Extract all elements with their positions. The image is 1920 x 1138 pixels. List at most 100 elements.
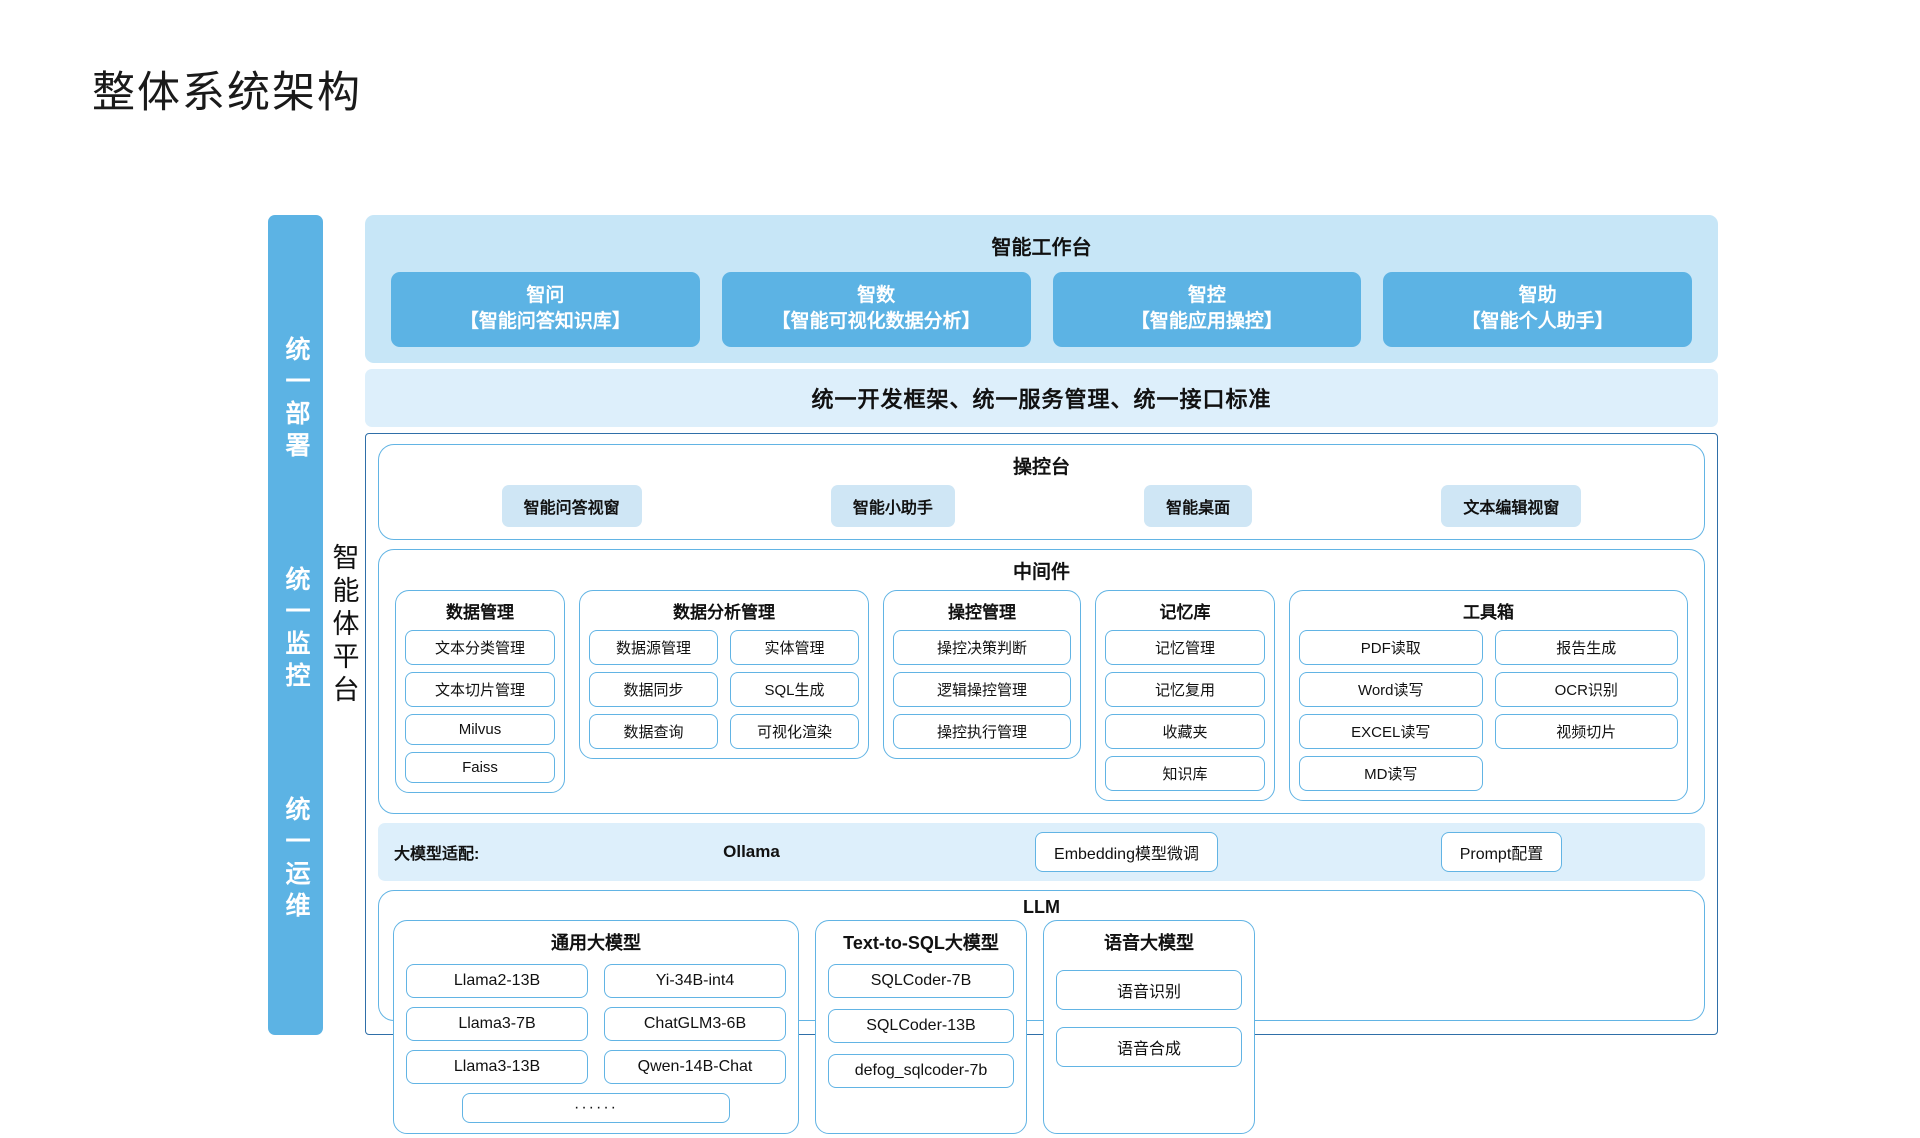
- rail-item-deploy: 统一部署: [282, 336, 310, 464]
- chip-pdf-read[interactable]: PDF读取: [1299, 630, 1483, 666]
- col-title: 数据分析管理: [673, 603, 775, 623]
- model-chatglm3-6b[interactable]: ChatGLM3-6B: [604, 1007, 786, 1042]
- col-items: PDF读取 报告生成 Word读写 OCR识别 EXCEL读写 视频切片 MD读…: [1299, 630, 1678, 792]
- chip-text-classification[interactable]: 文本分类管理: [405, 630, 555, 666]
- middleware-section: 中间件 数据管理 文本分类管理 文本切片管理 Milvus Faiss: [378, 549, 1705, 815]
- chip-video-clip[interactable]: 视频切片: [1494, 714, 1678, 750]
- chip-data-sync[interactable]: 数据同步: [589, 672, 718, 708]
- adapter-prompt-config[interactable]: Prompt配置: [1440, 832, 1563, 873]
- workbench-card-zhizhu[interactable]: 智助 【智能个人助手】: [1383, 272, 1692, 348]
- adapter-label: 大模型适配:: [394, 846, 480, 864]
- card-desc: 【智能个人助手】: [1461, 310, 1614, 332]
- unified-ops-rail: 统一部署 统一监控 统一运维: [268, 215, 323, 1035]
- col-title: 语音大模型: [1104, 933, 1194, 954]
- model-llama3-7b[interactable]: Llama3-7B: [406, 1007, 588, 1042]
- model-more-ellipsis[interactable]: ······: [462, 1093, 730, 1124]
- col-title: 数据管理: [446, 603, 514, 623]
- page-title: 整体系统架构: [92, 69, 362, 117]
- unified-standards-bar: 统一开发框架、统一服务管理、统一接口标准: [365, 369, 1718, 428]
- platform-body: 操控台 智能问答视窗 智能小助手 智能桌面 文本编辑视窗 中间件 数据管理: [365, 433, 1718, 1135]
- card-name: 智控: [1187, 285, 1226, 306]
- col-title: 记忆库: [1159, 603, 1211, 623]
- console-item-assistant[interactable]: 智能小助手: [830, 485, 955, 528]
- card-desc: 【智能可视化数据分析】: [771, 310, 981, 332]
- console-item-desktop[interactable]: 智能桌面: [1144, 485, 1253, 528]
- workbench-title: 智能工作台: [991, 237, 1092, 259]
- workbench-card-zhikong[interactable]: 智控 【智能应用操控】: [1052, 272, 1362, 348]
- chip-favorites[interactable]: 收藏夹: [1105, 714, 1265, 750]
- chip-text-chunking[interactable]: 文本切片管理: [405, 672, 555, 708]
- model-llama2-13b[interactable]: Llama2-13B: [406, 964, 588, 999]
- col-items: SQLCoder-7B SQLCoder-13B defog_sqlcoder-…: [828, 964, 1014, 1089]
- chip-control-decision[interactable]: 操控决策判断: [893, 630, 1071, 666]
- adapter-slot-embedding: Embedding模型微调: [939, 832, 1314, 873]
- llm-columns: 通用大模型 Llama2-13B Yi-34B-int4 Llama3-7B C…: [379, 920, 1704, 1138]
- chip-sql-generation[interactable]: SQL生成: [730, 672, 859, 708]
- col-title: Text-to-SQL大模型: [843, 933, 999, 954]
- col-items: 文本分类管理 文本切片管理 Milvus Faiss: [405, 630, 555, 784]
- adapter-slot-ollama: Ollama: [564, 842, 939, 862]
- card-desc: 【智能问答知识库】: [459, 310, 631, 332]
- chip-logic-control[interactable]: 逻辑操控管理: [893, 672, 1071, 708]
- chip-entity-management[interactable]: 实体管理: [730, 630, 859, 666]
- rail-item-monitor: 统一监控: [282, 566, 310, 694]
- model-yi-34b-int4[interactable]: Yi-34B-int4: [604, 964, 786, 999]
- col-title: 工具箱: [1463, 603, 1514, 623]
- col-items: 操控决策判断 逻辑操控管理 操控执行管理: [893, 630, 1071, 750]
- col-items: 记忆管理 记忆复用 收藏夹 知识库: [1105, 630, 1265, 792]
- card-name: 智问: [526, 285, 565, 306]
- chip-control-execution[interactable]: 操控执行管理: [893, 714, 1071, 750]
- architecture-diagram-page: 整体系统架构 统一部署 统一监控 统一运维 智能体平台 智能工作台 智问 【智能…: [92, 69, 1718, 1135]
- model-defog-sqlcoder-7b[interactable]: defog_sqlcoder-7b: [828, 1054, 1014, 1089]
- rail-item-maintenance: 统一运维: [282, 796, 310, 924]
- adapter-slot-prompt: Prompt配置: [1314, 832, 1689, 873]
- card-name: 智助: [1518, 285, 1557, 306]
- chip-datasource-management[interactable]: 数据源管理: [589, 630, 718, 666]
- llm-col-voice: 语音大模型 语音识别 语音合成: [1043, 920, 1255, 1135]
- col-title: 通用大模型: [551, 933, 641, 954]
- model-llama3-13b[interactable]: Llama3-13B: [406, 1050, 588, 1085]
- middleware-col-data-management: 数据管理 文本分类管理 文本切片管理 Milvus Faiss: [395, 590, 565, 794]
- card-name: 智数: [857, 285, 896, 306]
- console-title: 操控台: [1012, 457, 1070, 479]
- console-item-text-editor[interactable]: 文本编辑视窗: [1441, 485, 1582, 528]
- model-qwen-14b-chat[interactable]: Qwen-14B-Chat: [604, 1050, 786, 1085]
- chip-visual-rendering[interactable]: 可视化渲染: [730, 714, 859, 750]
- middleware-col-toolbox: 工具箱 PDF读取 报告生成 Word读写 OCR识别 EXCEL读写 视频切片…: [1289, 590, 1688, 802]
- model-sqlcoder-13b[interactable]: SQLCoder-13B: [828, 1009, 1014, 1044]
- chip-md-readwrite[interactable]: MD读写: [1299, 756, 1483, 792]
- chip-data-query[interactable]: 数据查询: [589, 714, 718, 750]
- console-section: 操控台 智能问答视窗 智能小助手 智能桌面 文本编辑视窗: [378, 444, 1705, 541]
- workbench-cards: 智问 【智能问答知识库】 智数 【智能可视化数据分析】 智控 【智能应用操控】 …: [379, 272, 1704, 348]
- llm-col-text-to-sql: Text-to-SQL大模型 SQLCoder-7B SQLCoder-13B …: [815, 920, 1027, 1135]
- platform-vertical-label: 智能体平台: [323, 215, 365, 1035]
- col-items: 语音识别 语音合成: [1056, 964, 1242, 1068]
- adapter-ollama: Ollama: [723, 842, 780, 862]
- middleware-col-data-analysis: 数据分析管理 数据源管理 实体管理 数据同步 SQL生成 数据查询 可视化渲染: [579, 590, 869, 760]
- console-item-qa-window[interactable]: 智能问答视窗: [501, 485, 642, 528]
- model-sqlcoder-7b[interactable]: SQLCoder-7B: [828, 964, 1014, 999]
- adapter-embedding-finetune[interactable]: Embedding模型微调: [1035, 832, 1218, 873]
- model-speech-recognition[interactable]: 语音识别: [1056, 970, 1242, 1011]
- llm-col-general: 通用大模型 Llama2-13B Yi-34B-int4 Llama3-7B C…: [393, 920, 799, 1135]
- chip-ocr[interactable]: OCR识别: [1494, 672, 1678, 708]
- middleware-col-memory: 记忆库 记忆管理 记忆复用 收藏夹 知识库: [1095, 590, 1275, 802]
- chip-faiss[interactable]: Faiss: [405, 752, 555, 784]
- col-items: 数据源管理 实体管理 数据同步 SQL生成 数据查询 可视化渲染: [589, 630, 859, 750]
- chip-memory-reuse[interactable]: 记忆复用: [1105, 672, 1265, 708]
- llm-title: LLM: [1023, 897, 1060, 918]
- model-adapter-bar: 大模型适配: Ollama Embedding模型微调 Prompt配置: [378, 823, 1705, 882]
- chip-milvus[interactable]: Milvus: [405, 714, 555, 746]
- chip-report-generation[interactable]: 报告生成: [1494, 630, 1678, 666]
- platform-label-text: 智能体平台: [328, 542, 359, 708]
- llm-section: LLM 通用大模型 Llama2-13B Yi-34B-int4 Llama3-…: [378, 890, 1705, 1135]
- model-speech-synthesis[interactable]: 语音合成: [1056, 1027, 1242, 1068]
- chip-word-readwrite[interactable]: Word读写: [1299, 672, 1483, 708]
- middleware-col-control-management: 操控管理 操控决策判断 逻辑操控管理 操控执行管理: [883, 590, 1081, 760]
- workbench-card-zhiwen[interactable]: 智问 【智能问答知识库】: [391, 272, 700, 348]
- chip-knowledge-base[interactable]: 知识库: [1105, 756, 1265, 792]
- chip-excel-readwrite[interactable]: EXCEL读写: [1299, 714, 1483, 750]
- col-title: 操控管理: [948, 603, 1016, 623]
- chip-memory-management[interactable]: 记忆管理: [1105, 630, 1265, 666]
- workbench-card-zhishu[interactable]: 智数 【智能可视化数据分析】: [721, 272, 1031, 348]
